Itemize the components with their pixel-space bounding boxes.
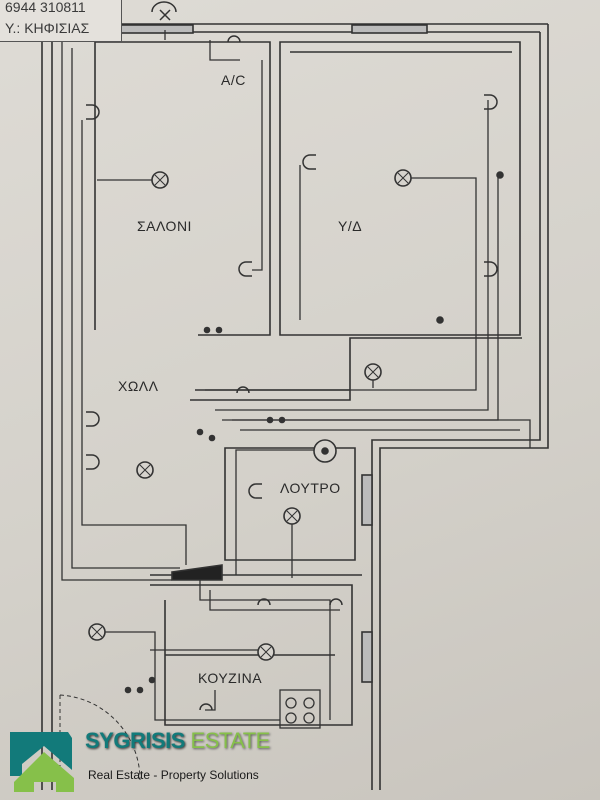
room-label-kitchen: ΚΟΥΖΙΝΑ [198,670,263,686]
room-label-bedroom: Υ/Δ [338,218,363,234]
stove-icon [279,689,321,729]
company-logo: SYGRISIS ESTATE Real Estate - Property S… [8,724,278,800]
stamp-address: Υ.: ΚΗΦΙΣΙΑΣ [5,20,90,36]
brand-name-part2: ESTATE [190,728,271,753]
room-label-salon: ΣΑΛΟΝΙ [137,218,192,234]
room-label-bathroom: ΛΟΥΤΡΟ [280,480,341,496]
light-fixtures [88,169,412,661]
distribution-panel [171,564,223,581]
light-crosses [91,172,409,658]
ac-label: A/C [221,72,246,88]
house-logo-icon [10,732,74,792]
brand-name-part1: SYGRISIS [85,728,185,753]
wiring [61,30,531,721]
stamp-phone: 6944 310811 [5,0,86,15]
switch-icons [124,171,504,694]
room-walls [94,41,522,726]
socket-icons [86,1,498,711]
contact-stamp: 6944 310811 Υ.: ΚΗΦΙΣΙΑΣ [0,0,122,42]
outer-walls [41,23,549,790]
brand-name: SYGRISIS ESTATE [85,728,270,753]
brand-tagline: Real Estate - Property Solutions [88,768,259,782]
room-label-hall: ΧΩΛΛ [118,378,159,394]
